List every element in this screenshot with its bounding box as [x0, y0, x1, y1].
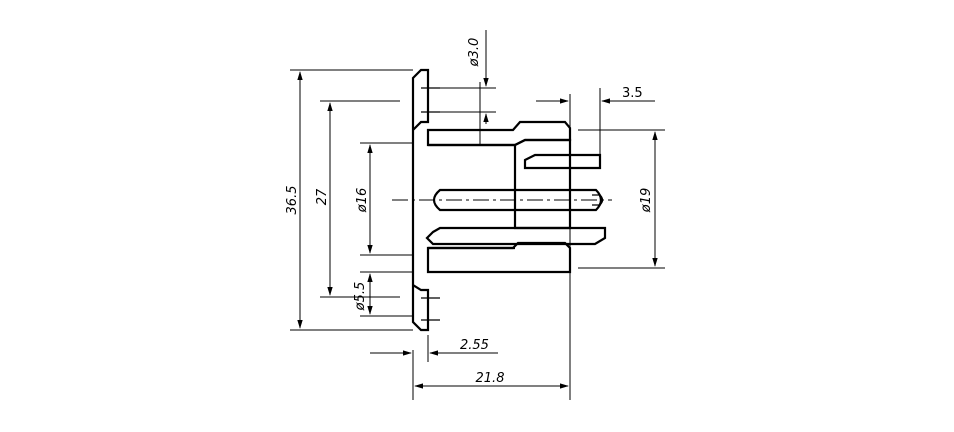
center-pin — [432, 188, 603, 212]
dim-5-5-label: ø5.5 — [353, 282, 368, 312]
dimensions: 36.5 27 ø16 ø5.5 ø3.0 3.5 ø19 — [285, 30, 665, 389]
top-wall-section — [426, 120, 572, 147]
dim-2-55-label: 2.55 — [460, 338, 489, 353]
dim-3-5-label: 3.5 — [622, 86, 643, 101]
dim-21-8-label: 21.8 — [476, 371, 505, 386]
dim-19-label: ø19 — [639, 188, 654, 214]
dim-36-5-label: 36.5 — [285, 186, 300, 215]
insulator-section — [513, 138, 572, 230]
flange-outline — [411, 68, 430, 332]
dim-16-label: ø16 — [355, 188, 370, 214]
upper-pin-section — [523, 153, 602, 170]
dim-27-label: 27 — [315, 188, 330, 205]
dim-3-0-label: ø3.0 — [467, 38, 482, 68]
part-body — [392, 68, 612, 400]
lower-pin-section — [425, 226, 607, 246]
